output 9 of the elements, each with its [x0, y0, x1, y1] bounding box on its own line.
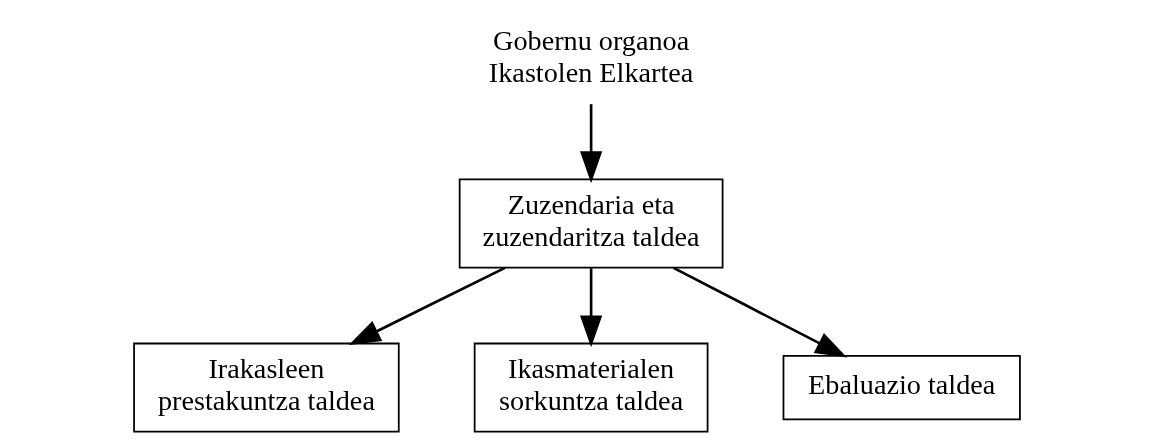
arrow: [672, 266, 848, 358]
node-text: Gobernu organoa Ikastolen Elkartea: [488, 25, 694, 88]
node-box: Zuzendaria eta zuzendaritza taldea: [458, 178, 724, 269]
node-box: Ikasmaterialen sorkuntza taldea: [473, 342, 709, 433]
arrow: [348, 266, 506, 346]
arrow: [580, 268, 603, 348]
node-box: Ebaluazio taldea: [782, 354, 1021, 421]
node-box: Irakasleen prestakuntza taldea: [133, 342, 400, 433]
arrow: [580, 104, 603, 184]
